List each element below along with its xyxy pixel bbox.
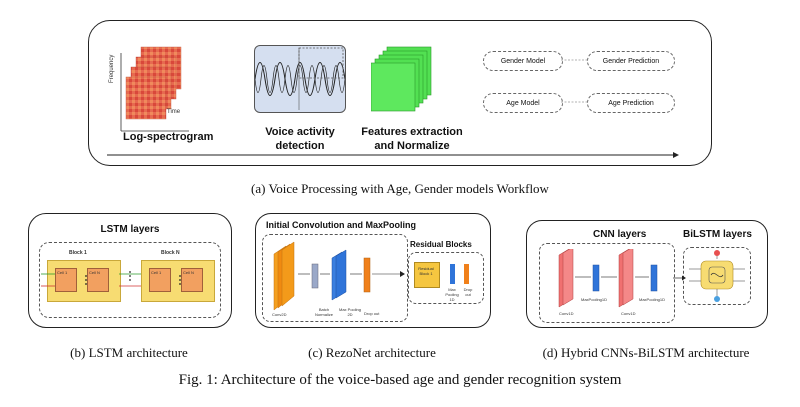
caption-d: (d) Hybrid CNNs-BiLSTM architecture [542, 345, 750, 360]
frequency-axis-label: Frequency [109, 54, 115, 83]
bilstm-title: BiLSTM layers [683, 229, 752, 240]
lstm-title: LSTM layers [100, 224, 160, 235]
hybrid-panel: CNN layers BiLSTM layers Conv1D MaxPooli… [526, 220, 768, 328]
cnn-title: CNN layers [593, 229, 647, 240]
caption-c: (c) RezoNet architecture [308, 345, 436, 360]
workflow-arrow [107, 152, 679, 158]
lstm-inner-frame [39, 242, 221, 318]
cnn-layers [558, 249, 658, 308]
conv2d-label: Conv2D [272, 312, 287, 317]
gender-model-pill: Gender Model [483, 51, 563, 71]
age-model-pill: Age Model [483, 93, 563, 113]
lstm-cell-label: Cell 1 [57, 270, 68, 275]
residual-block-label: Residual Block 1 [418, 266, 434, 276]
lstm-cell [149, 268, 171, 292]
maxpool2d-label: Max Pooling 2D [338, 307, 361, 317]
bilstm-frame [683, 247, 751, 305]
lstm-cell-label: Cell N [89, 270, 100, 275]
maxpool1d-label-a: MaxPooling1D [581, 297, 608, 302]
res-maxpool-layer [450, 264, 455, 284]
caption-a: (a) Voice Processing with Age, Gender mo… [251, 181, 549, 196]
dropout-label: Drop out [364, 311, 380, 316]
res-dropout-label: Drop out [463, 287, 473, 297]
time-axis-label: Time [167, 109, 181, 115]
lstm-blockn-label: Block N [161, 250, 180, 256]
gender-prediction-pill: Gender Prediction [587, 51, 675, 71]
residual-title: Residual Blocks [410, 240, 472, 249]
vad-label-line1: Voice activity [265, 126, 335, 138]
vad-label: Voice activity detection [244, 125, 356, 153]
features-label-line1: Features extraction [361, 126, 463, 138]
bilstm-cell-icon [689, 250, 745, 302]
waveform-icon [255, 47, 345, 110]
lstm-cell [87, 268, 109, 292]
maxpool1d-label-b: MaxPooling1D [639, 297, 666, 302]
features-stack-icon [371, 46, 432, 112]
caption-b: (b) LSTM architecture [70, 345, 188, 360]
lstm-cell [55, 268, 77, 292]
batchnorm-label: Batch Normalize [314, 307, 333, 317]
res-maxpool-label: Max Pooling 1D [445, 287, 459, 302]
lstm-connections [41, 271, 181, 287]
age-prediction-pill: Age Prediction [587, 93, 675, 113]
lstm-cell-label: Cell N [183, 270, 194, 275]
spectrogram-icon [120, 46, 189, 132]
vad-waveform-box [254, 45, 346, 113]
lstm-cell-label: Cell 1 [151, 270, 162, 275]
rezonet-initial-layers [273, 241, 405, 311]
conv1d-label-a: Conv1D [559, 311, 574, 316]
rezonet-panel: Initial Convolution and MaxPooling Conv2… [255, 213, 491, 328]
figure-caption: Fig. 1: Architecture of the voice-based … [178, 372, 622, 388]
lstm-panel: LSTM layers Block 1 Block N Cell 1 Cell … [28, 213, 232, 328]
cnn-frame [539, 243, 675, 323]
residual-frame [408, 252, 484, 304]
features-label: Features extraction and Normalize [351, 125, 473, 153]
workflow-panel: Frequency Time Log-spectrogram Voice act… [88, 20, 712, 166]
cnn-to-bilstm-arrow [673, 275, 686, 281]
residual-block [414, 262, 440, 288]
conv1d-label-b: Conv1D [621, 311, 636, 316]
model-connectors [561, 59, 587, 103]
rezonet-title: Initial Convolution and MaxPooling [266, 220, 416, 230]
lstm-block1-label: Block 1 [69, 250, 87, 256]
lstm-cell [181, 268, 203, 292]
rezonet-initial-frame [262, 234, 408, 322]
features-label-line2: and Normalize [374, 140, 450, 152]
res-dropout-layer [464, 264, 469, 284]
log-spectrogram-label: Log-spectrogram [123, 131, 214, 143]
vad-label-line2: detection [275, 140, 325, 152]
